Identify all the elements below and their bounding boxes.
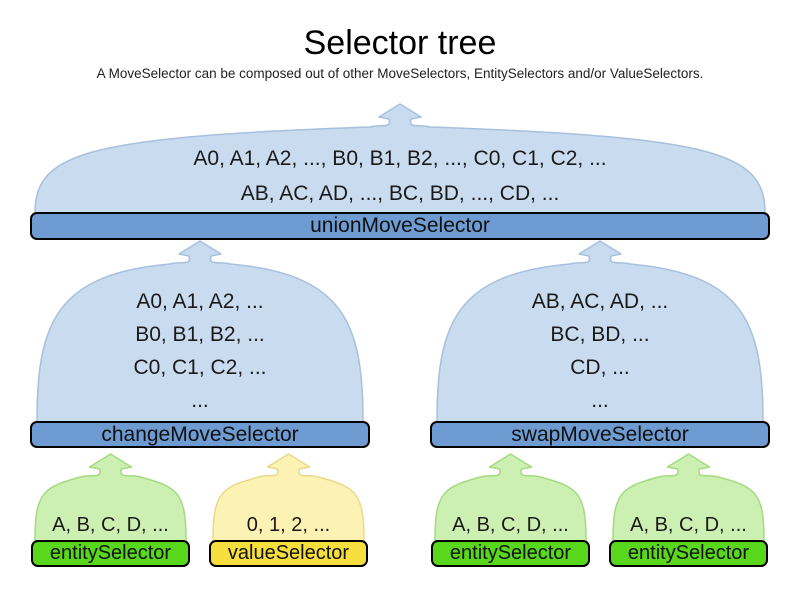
up-arrow-funnel-shape [36,240,364,424]
items-line: ... [191,389,209,412]
union-items: A0, A1, A2, ..., B0, B1, B2, ..., C0, C1… [30,141,770,211]
node-value-selector: 0, 1, 2, ... valueSelector [209,453,368,567]
node-change-move-selector: A0, A1, A2, ... B0, B1, B2, ... C0, C1, … [30,240,370,448]
node-union-move-selector: A0, A1, A2, ..., B0, B1, B2, ..., C0, C1… [30,103,770,240]
items-line: BC, BD, ... [550,323,650,346]
items-line: 0, 1, 2, ... [246,514,331,536]
value-items: 0, 1, 2, ... [209,513,368,537]
items-line: A, B, C, D, ... [452,514,569,536]
node-entity-selector-1: A, B, C, D, ... entitySelector [31,453,190,567]
items-line: CD, ... [570,356,630,379]
items-line: ... [591,389,609,412]
page-subtitle: A MoveSelector can be composed out of ot… [96,66,704,81]
swap-move-selector-bar: swapMoveSelector [430,421,770,448]
change-items: A0, A1, A2, ... B0, B1, B2, ... C0, C1, … [30,285,370,417]
entity-selector-bar: entitySelector [609,540,768,567]
page-title: Selector tree [303,24,497,62]
change-move-selector-bar: changeMoveSelector [30,421,370,448]
items-line: C0, C1, C2, ... [133,356,267,379]
value-selector-bar: valueSelector [209,540,368,567]
items-line: A0, A1, A2, ... [136,290,264,313]
up-arrow-funnel-shape [212,453,365,543]
node-entity-selector-3: A, B, C, D, ... entitySelector [609,453,768,567]
up-arrow-funnel-shape [436,240,764,424]
up-arrow-funnel-shape [434,453,587,543]
node-entity-selector-2: A, B, C, D, ... entitySelector [431,453,590,567]
items-line: B0, B1, B2, ... [135,323,265,346]
items-line: AB, AC, AD, ... [531,290,669,313]
node-swap-move-selector: AB, AC, AD, ... BC, BD, ... CD, ... ... … [430,240,770,448]
items-line: A, B, C, D, ... [52,514,169,536]
items-line: A, B, C, D, ... [630,514,747,536]
items-line: A0, A1, A2, ..., B0, B1, B2, ..., C0, C1… [193,147,607,170]
union-move-selector-bar: unionMoveSelector [30,212,770,240]
entity-items: A, B, C, D, ... [31,513,190,537]
entity-items: A, B, C, D, ... [431,513,590,537]
entity-selector-bar: entitySelector [31,540,190,567]
entity-selector-bar: entitySelector [431,540,590,567]
swap-items: AB, AC, AD, ... BC, BD, ... CD, ... ... [430,285,770,417]
entity-items: A, B, C, D, ... [609,513,768,537]
up-arrow-funnel-shape [34,103,766,215]
up-arrow-funnel-shape [612,453,765,543]
up-arrow-funnel-shape [34,453,187,543]
items-line: AB, AC, AD, ..., BC, BD, ..., CD, ... [240,182,560,205]
